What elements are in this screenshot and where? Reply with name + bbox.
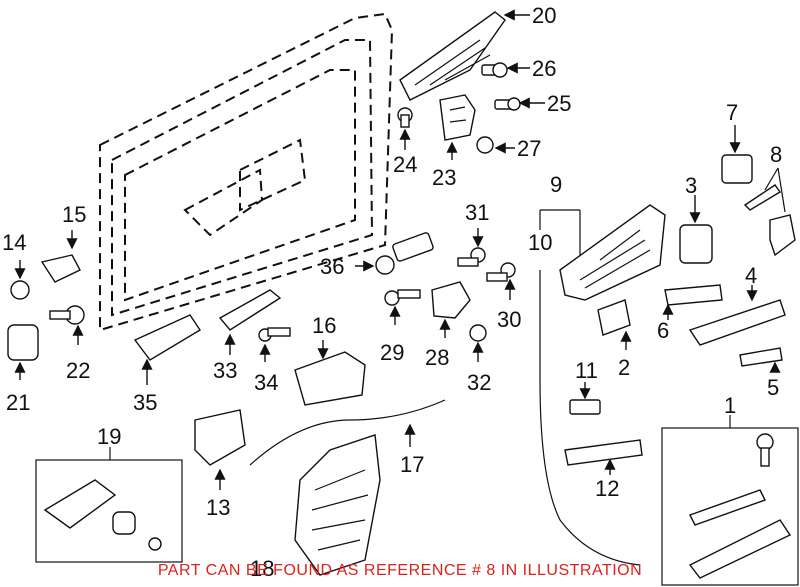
part-19-motor <box>43 479 162 551</box>
callout-8: 8 <box>770 142 782 167</box>
part-35-handle <box>133 314 201 361</box>
callout-31: 31 <box>465 200 489 225</box>
part-23-hinge <box>439 94 476 141</box>
callout-34: 34 <box>254 370 278 395</box>
part-14-plug <box>10 280 30 300</box>
part-11-clip <box>569 399 601 415</box>
callout-21: 21 <box>6 390 30 415</box>
callout-5: 5 <box>767 375 779 400</box>
door-frame-outline <box>99 12 394 332</box>
part-36-stud <box>375 232 434 275</box>
callout-27: 27 <box>517 136 541 161</box>
part-27-cap <box>476 136 494 154</box>
release-cable <box>539 270 641 566</box>
part-32-cap <box>469 324 487 342</box>
part-20-frame-bracket <box>399 11 506 101</box>
part-13-latch <box>194 409 246 466</box>
part-5-seal <box>739 347 783 367</box>
callout-32: 32 <box>467 370 491 395</box>
callout-2: 2 <box>618 355 630 380</box>
part-1-screw <box>756 433 774 467</box>
callout-24: 24 <box>393 152 417 177</box>
callout-18: 18 <box>250 556 274 581</box>
part-3-cover <box>679 224 713 264</box>
callout-14: 14 <box>2 230 26 255</box>
part-33-grip <box>218 289 282 331</box>
callout-3: 3 <box>685 173 697 198</box>
callout-35: 35 <box>133 390 157 415</box>
part-28-hinge <box>431 281 471 319</box>
part-1-handle <box>688 519 792 579</box>
footer-note: PART CAN BE FOUND AS REFERENCE # 8 IN IL… <box>157 562 643 579</box>
callout-22: 22 <box>66 358 90 383</box>
part-31-bolt <box>457 247 486 267</box>
callout-19: 19 <box>97 424 121 449</box>
part-6-actuator <box>664 284 723 306</box>
callout-13: 13 <box>206 495 230 520</box>
callout-6: 6 <box>657 318 669 343</box>
part-2-cap <box>597 299 631 336</box>
part-16-bracket <box>294 351 366 406</box>
part-18-inner-panel <box>294 434 381 576</box>
callout-16: 16 <box>312 313 336 338</box>
callout-15: 15 <box>62 202 86 227</box>
part-12-handle <box>564 439 643 466</box>
part-15-trim <box>40 254 81 283</box>
part-26-bolt <box>481 62 508 78</box>
part-24-bolt <box>397 107 413 128</box>
callout-29: 29 <box>380 340 404 365</box>
callout-17: 17 <box>400 452 424 477</box>
part-8-cover <box>743 184 796 257</box>
part-4-handle <box>688 299 786 346</box>
callout-1: 1 <box>724 393 736 418</box>
callout-9: 9 <box>550 172 562 197</box>
callout-12: 12 <box>595 476 619 501</box>
part-7-clip <box>721 154 753 184</box>
callout-11: 11 <box>575 358 598 383</box>
callout-20: 20 <box>532 3 556 28</box>
part-25-bolt <box>494 97 521 111</box>
callout-26: 26 <box>532 56 556 81</box>
callout-33: 33 <box>213 358 237 383</box>
callout-25: 25 <box>547 91 571 116</box>
part-34-screw <box>258 327 291 342</box>
part-19-box <box>35 459 183 563</box>
part-9-lock-carrier <box>559 204 666 301</box>
part-17-cable <box>249 399 446 466</box>
part-29-bolt <box>384 289 421 306</box>
part-21-switch <box>7 324 39 361</box>
callout-23: 23 <box>432 165 456 190</box>
callout-7: 7 <box>726 100 738 125</box>
callout-10: 10 <box>528 230 552 255</box>
callout-28: 28 <box>425 345 449 370</box>
part-1-trim <box>689 489 766 526</box>
callout-4: 4 <box>745 263 757 288</box>
part-22-bolt <box>49 305 85 325</box>
part-30-bolt <box>486 262 516 282</box>
callout-30: 30 <box>497 307 521 332</box>
callout-36: 36 <box>320 254 344 279</box>
